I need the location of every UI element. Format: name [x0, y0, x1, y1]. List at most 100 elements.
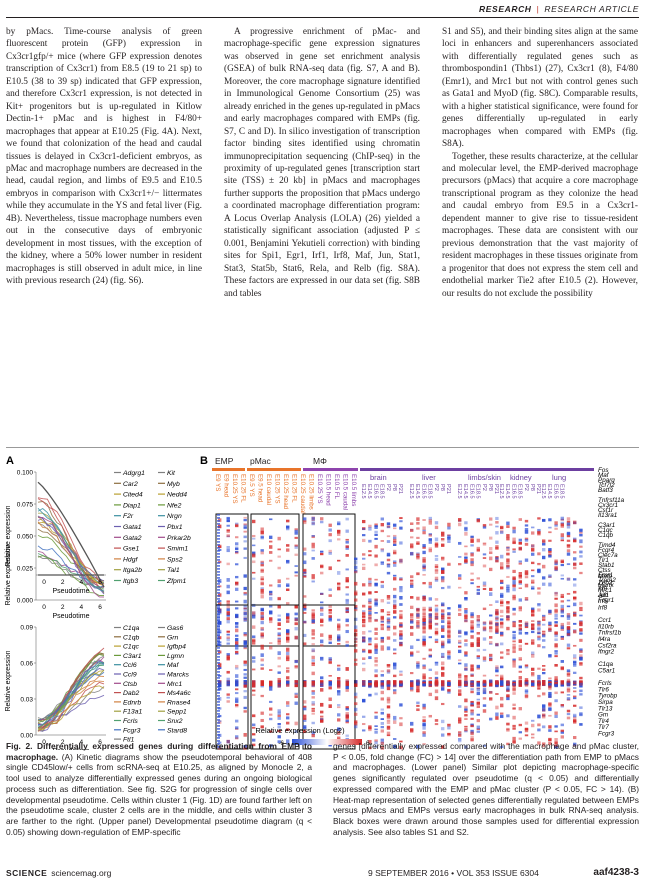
- top-heat-cell: [374, 591, 378, 593]
- top-gene-label: Fcgr1: [598, 597, 614, 604]
- top-heat-cell: [354, 643, 358, 647]
- top-heat-cell: [512, 581, 516, 585]
- bottom-heat-cell: [252, 615, 256, 619]
- top-heat-cell: [548, 621, 552, 626]
- top-heat-cell: [374, 604, 378, 607]
- bottom-heat-cell: [548, 708, 552, 712]
- bottom-heat-cell: [548, 684, 552, 689]
- top-heat-cell: [217, 607, 220, 609]
- bottom-heat-cell: [560, 622, 564, 627]
- sample-label: E9.5 head: [257, 474, 264, 503]
- bottom-heat-cell: [506, 688, 510, 693]
- top-heat-cell: [269, 596, 273, 601]
- bottom-heat-cell: [380, 615, 384, 619]
- top-heat-cell: [393, 604, 397, 608]
- top-heat-cell: [286, 588, 290, 591]
- bottom-heat-cell: [495, 610, 499, 613]
- bottom-heat-cell: [217, 620, 220, 622]
- top-legend-label: Kit: [167, 470, 176, 477]
- top-heat-cell: [380, 548, 384, 551]
- top-heat-cell: [506, 521, 510, 526]
- bottom-heat-cell: [235, 700, 239, 703]
- bottom-heat-cell: [542, 668, 546, 671]
- noop-cell: [286, 680, 290, 684]
- top-heat-cell: [393, 632, 397, 636]
- top-heat-cell: [217, 529, 220, 531]
- bottom-heat-cell: [579, 713, 583, 717]
- bottom-heat-cell: [386, 696, 391, 701]
- bottom-heat-cell: [277, 685, 281, 688]
- top-heat-cell: [354, 592, 358, 596]
- bottom-heat-cell: [226, 653, 230, 656]
- top-heat-cell: [428, 625, 432, 630]
- top-heat-cell: [512, 550, 516, 553]
- bottom-heat-cell: [458, 608, 462, 612]
- top-heat-cell: [470, 561, 474, 564]
- bottom-heat-cell: [243, 695, 247, 699]
- top-heat-cell: [337, 538, 341, 541]
- bottom-heat-cell: [410, 728, 414, 732]
- tissue-sample-label: E12.5: [456, 484, 462, 499]
- bottom-heat-cell: [386, 713, 391, 717]
- top-heat-cell: [320, 565, 324, 568]
- top-heat-cell: [512, 596, 516, 600]
- top-heat-cell: [328, 637, 332, 641]
- bottom-heat-cell: [252, 743, 256, 747]
- top-heat-cell: [380, 584, 384, 589]
- bottom-heat-cell: [447, 625, 451, 628]
- top-heat-cell: [243, 516, 247, 519]
- body-column-3: S1 and S5), and their binding sites alig…: [442, 26, 638, 300]
- top-heat-cell: [537, 552, 541, 556]
- bottom-heat-cell: [217, 683, 220, 685]
- bottom-heat-cell: [542, 742, 546, 745]
- top-heat-cell: [476, 577, 480, 580]
- noop-cell: [518, 681, 522, 685]
- bottom-heat-cell: [294, 694, 298, 699]
- top-heat-cell: [542, 633, 546, 636]
- top-legend-label: Diap1: [123, 502, 141, 509]
- top-heat-cell: [542, 540, 546, 545]
- top-heat-cell: [441, 571, 445, 574]
- bottom-heat-cell: [434, 689, 439, 694]
- bottom-heat-cell: [573, 664, 577, 667]
- noop-cell: [269, 683, 273, 686]
- bottom-heat-cell: [579, 663, 583, 666]
- top-heat-cell: [579, 545, 583, 548]
- top-heat-cell: [386, 594, 391, 598]
- bottom-heat-cell: [579, 706, 583, 709]
- top-heat-cell: [434, 554, 439, 558]
- top-heat-cell: [537, 517, 541, 520]
- bottom-heat-cell: [566, 616, 571, 620]
- bottom-heat-cell: [399, 643, 403, 647]
- bottom-heat-cell: [380, 609, 384, 613]
- top-heat-cell: [337, 638, 341, 642]
- top-heat-cell: [579, 531, 583, 534]
- top-heat-cell: [368, 524, 372, 528]
- bottom-heat-cell: [354, 625, 358, 629]
- noop-cell: [512, 680, 516, 682]
- bottom-heat-cell: [217, 731, 220, 733]
- bottom-heat-cell: [303, 729, 307, 732]
- top-heat-cell: [464, 552, 468, 556]
- bottom-heat-cell: [512, 703, 516, 707]
- top-heat-cell: [422, 563, 426, 567]
- top-heat-cell: [410, 575, 414, 579]
- bottom-heat-cell: [470, 668, 474, 671]
- bottom-heat-cell: [311, 733, 315, 738]
- header-separator: |: [536, 4, 540, 14]
- bottom-heat-cell: [311, 632, 315, 636]
- bottom-heat-cell: [416, 613, 420, 617]
- top-heat-cell: [311, 546, 315, 549]
- top-heat-cell: [337, 533, 341, 536]
- top-heat-cell: [311, 637, 315, 640]
- bottom-heat-cell: [434, 631, 439, 636]
- top-heat-cell: [393, 610, 397, 614]
- bottom-heat-cell: [311, 662, 315, 664]
- top-heat-cell: [294, 565, 298, 567]
- top-panel-series-line: [37, 498, 105, 588]
- bottom-heat-cell: [386, 664, 391, 667]
- bottom-heat-cell: [447, 639, 451, 643]
- bottom-heat-cell: [554, 730, 558, 733]
- top-heat-cell: [422, 544, 426, 548]
- bottom-heat-cell: [235, 719, 239, 723]
